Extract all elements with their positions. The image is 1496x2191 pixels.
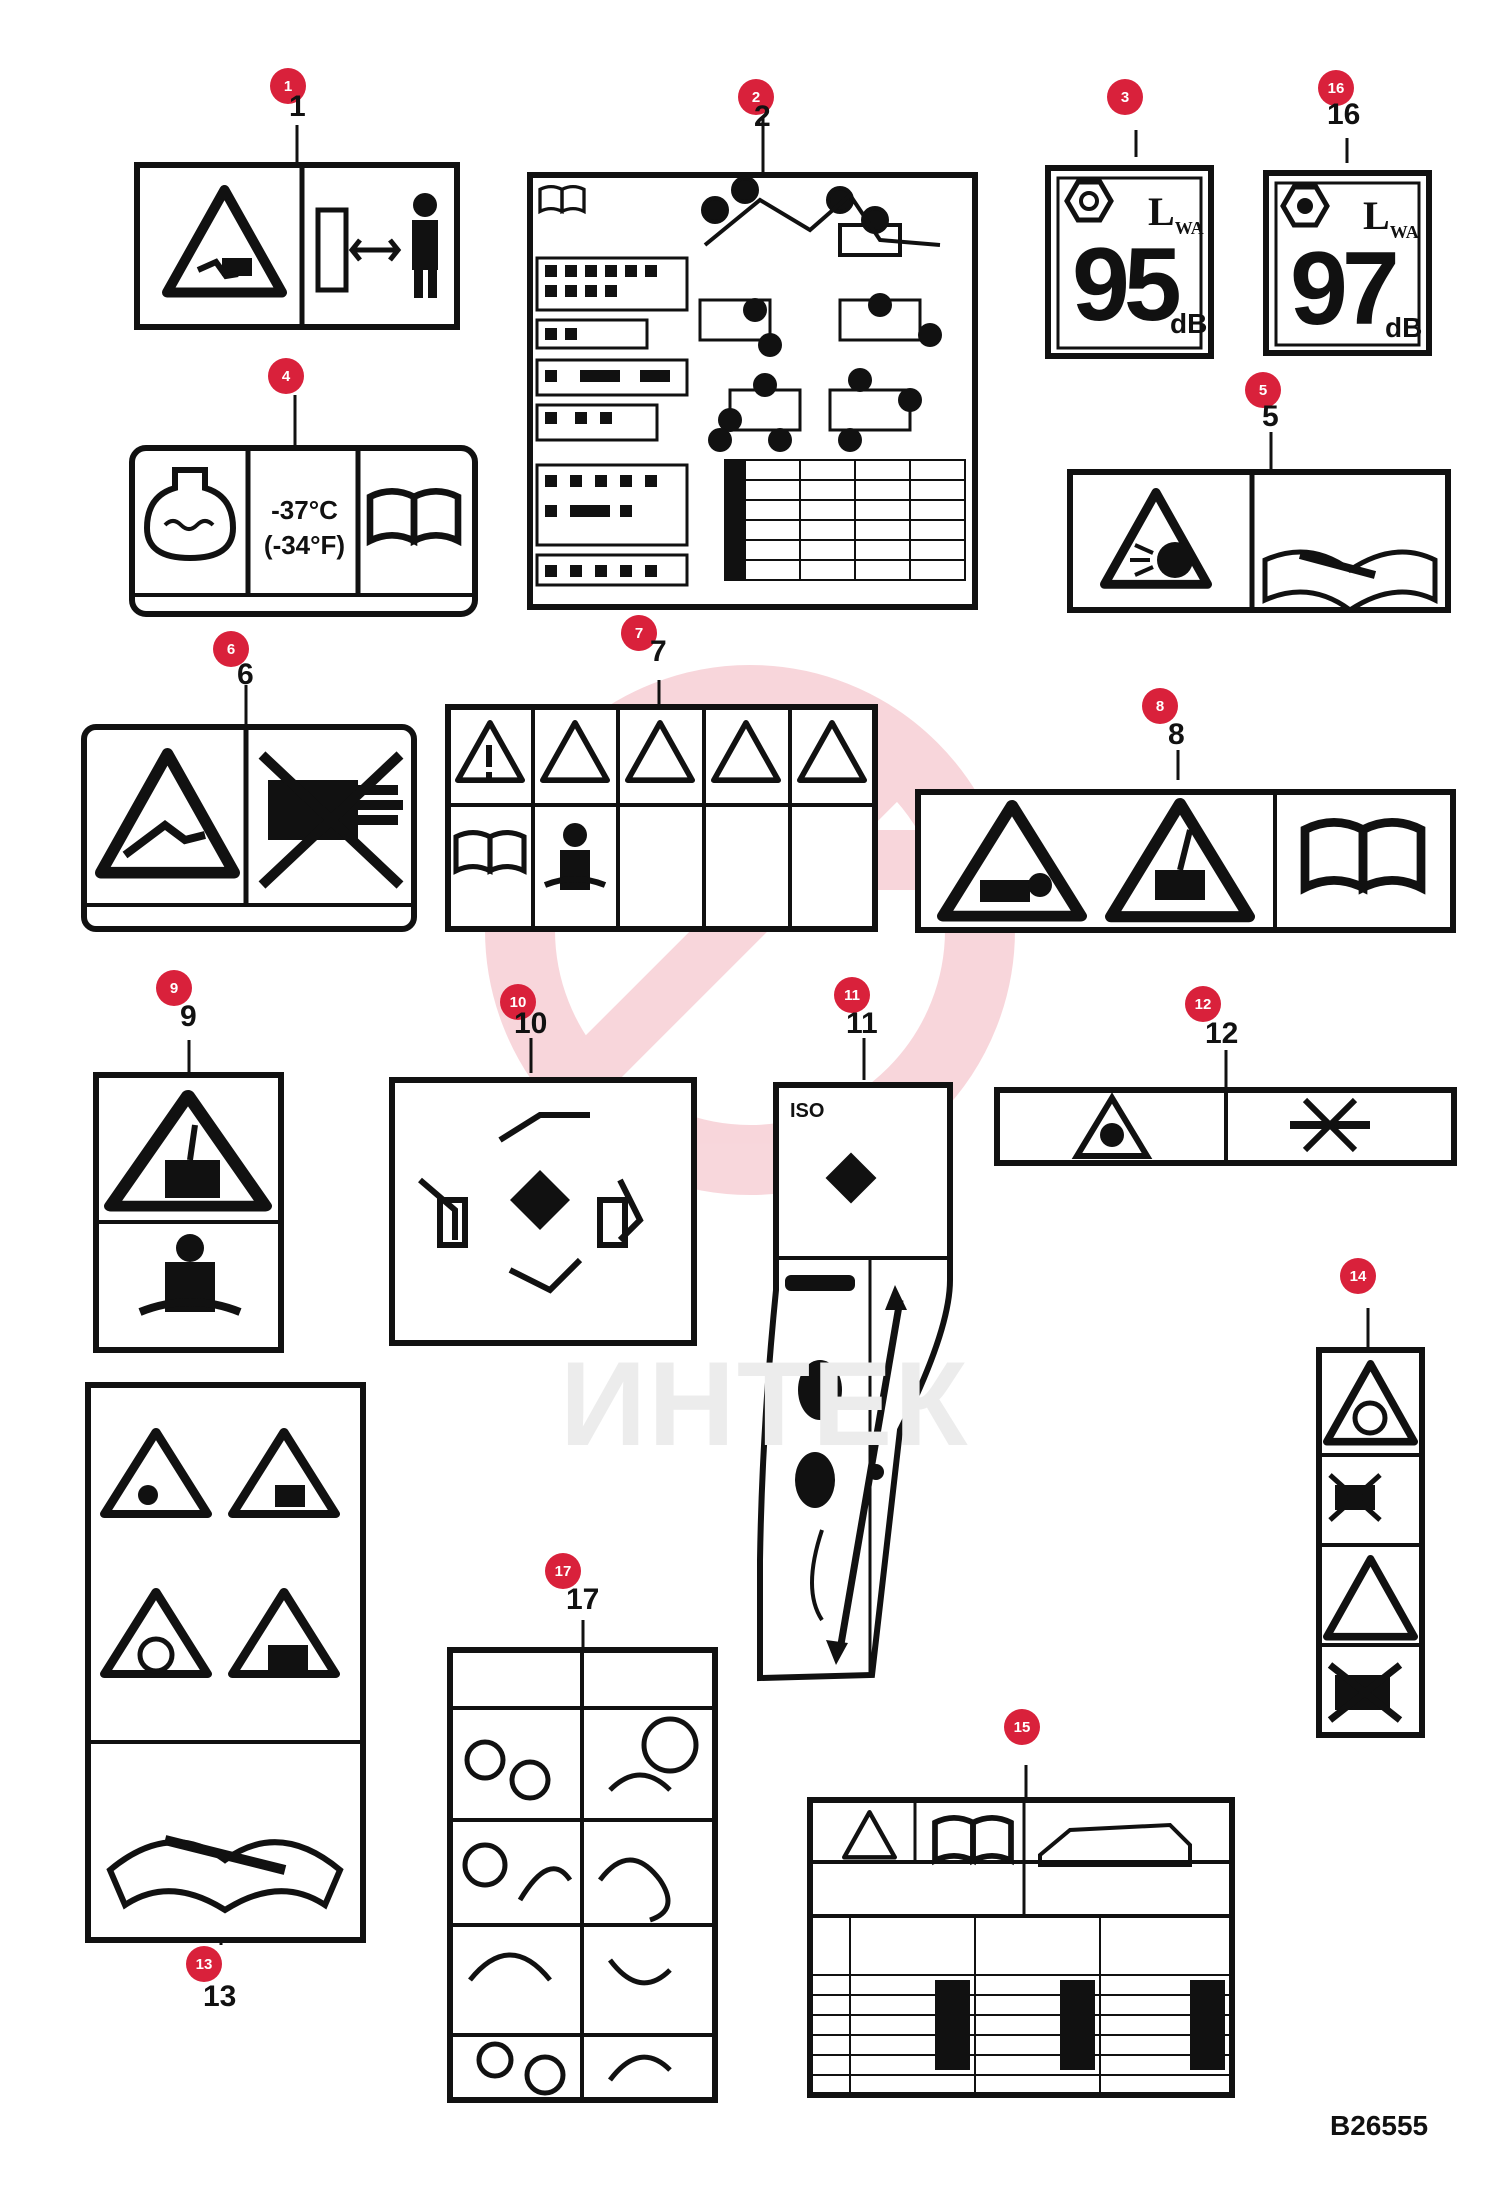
decal-17	[447, 1647, 718, 2103]
decal-15	[807, 1797, 1235, 2098]
sound-16-symbol: LWA	[1363, 193, 1419, 242]
decal-14	[1316, 1347, 1425, 1738]
callout-3[interactable]: 3	[1107, 79, 1143, 115]
part-number-8: 8	[1168, 718, 1185, 751]
callout-4[interactable]: 4	[268, 358, 304, 394]
sound-16-unit: dB	[1385, 312, 1423, 343]
callout-17[interactable]: 17	[545, 1553, 581, 1589]
callout-2[interactable]: 2	[738, 79, 774, 115]
part-number-7: 7	[650, 635, 667, 668]
figure-id: B26555	[1330, 2110, 1429, 2141]
decal-8	[915, 789, 1456, 933]
callout-1[interactable]: 1	[270, 68, 306, 104]
decal-7	[445, 704, 878, 932]
part-number-12: 12	[1205, 1017, 1239, 1050]
decal-1	[134, 162, 460, 330]
part-number-9: 9	[180, 1000, 197, 1033]
watermark-text: ИНТЕК	[560, 1337, 970, 1471]
part-number-11: 11	[846, 1007, 878, 1040]
coolant-temp-c: -37°C	[271, 495, 338, 525]
decal-6	[81, 724, 417, 932]
part-number-16: 16	[1327, 98, 1361, 131]
callout-7[interactable]: 7	[621, 615, 657, 651]
part-number-17: 17	[566, 1583, 600, 1616]
sound-3-value: 95	[1072, 227, 1182, 343]
part-number-6: 6	[237, 658, 254, 691]
decal-13	[85, 1382, 366, 1943]
part-number-1: 1	[289, 90, 306, 123]
decal-12	[994, 1087, 1457, 1166]
sound-16-value: 97	[1290, 231, 1400, 347]
decal-4	[129, 445, 478, 617]
callout-14[interactable]: 14	[1340, 1258, 1376, 1294]
decal-11	[757, 1082, 953, 1682]
sound-3-unit: dB	[1170, 308, 1208, 339]
part-number-10: 10	[514, 1007, 548, 1040]
decal-5	[1067, 469, 1451, 614]
decal-3	[1045, 165, 1214, 359]
coolant-temp-f: (-34°F)	[263, 530, 346, 561]
callout-9[interactable]: 9	[156, 970, 192, 1006]
callout-16[interactable]: 16	[1318, 70, 1354, 106]
callout-13[interactable]: 13	[186, 1946, 222, 1982]
iso-label: ISO	[790, 1100, 825, 1122]
sound-3-symbol: LWA	[1148, 189, 1204, 238]
decal-9	[93, 1072, 284, 1353]
decal-2	[527, 172, 978, 610]
callout-11[interactable]: 11	[834, 977, 870, 1013]
part-number-2: 2	[754, 100, 771, 133]
callout-12[interactable]: 12	[1185, 986, 1221, 1022]
callout-10[interactable]: 10	[500, 984, 536, 1020]
decal-16	[1263, 170, 1432, 356]
part-number-13: 13	[203, 1980, 237, 2013]
callout-5[interactable]: 5	[1245, 372, 1281, 408]
coolant-temp-label: -37°C (-34°F)	[252, 493, 357, 563]
decal-10	[389, 1077, 697, 1346]
callout-6[interactable]: 6	[213, 631, 249, 667]
part-number-5: 5	[1262, 400, 1279, 433]
leader-lines	[187, 118, 1370, 1945]
callout-15[interactable]: 15	[1004, 1709, 1040, 1745]
callout-8[interactable]: 8	[1142, 688, 1178, 724]
